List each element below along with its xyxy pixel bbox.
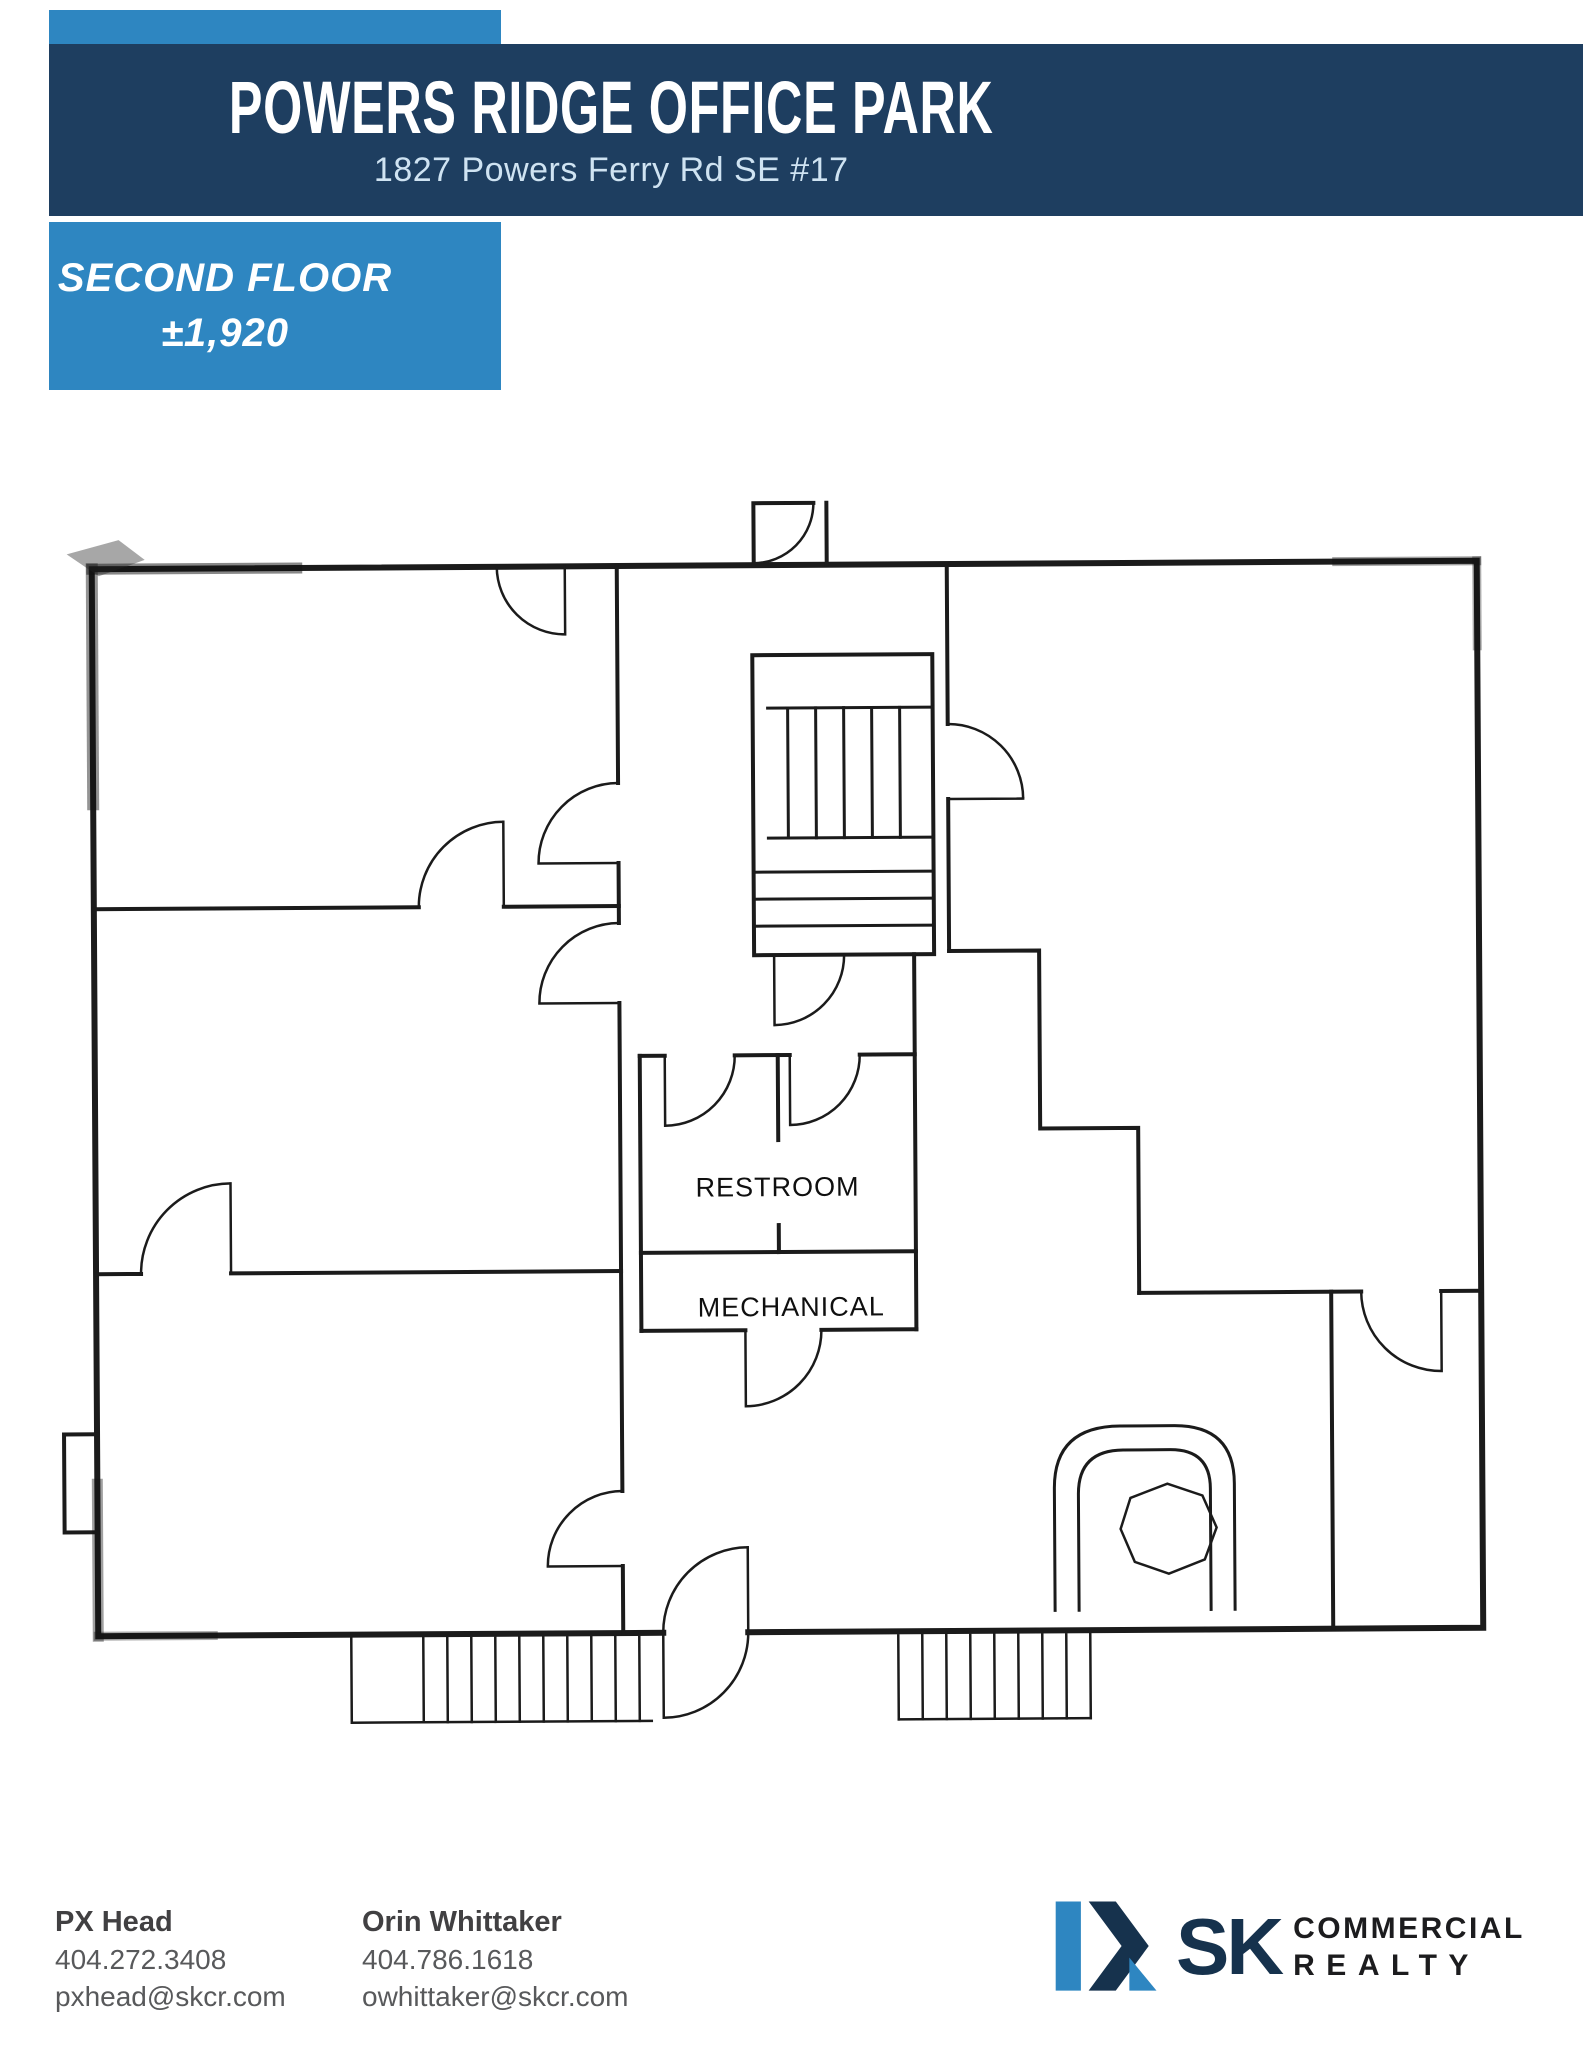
property-address: 1827 Powers Ferry Rd SE #17	[373, 151, 849, 190]
room-labels: RESTROOM MECHANICAL	[695, 1172, 885, 1323]
contact-name: PX Head	[55, 1906, 173, 1938]
brand-lockup: SK COMMERCIAL REALTY	[1046, 1894, 1525, 2000]
scan-artifacts	[66, 540, 1482, 1642]
contact-phone: 404.272.3408	[55, 1944, 227, 1975]
contact-name: Orin Whittaker	[362, 1906, 562, 1938]
contact-card: PX Head 404.272.3408 pxhead@skcr.com	[55, 1906, 286, 2013]
floor-badge: SECOND FLOOR ±1,920	[49, 222, 501, 390]
contact-email: pxhead@skcr.com	[55, 1981, 286, 2012]
reception-desk	[1052, 1424, 1237, 1612]
porch-railings	[350, 1632, 1093, 1724]
stairs	[750, 652, 937, 958]
brand-name: COMMERCIAL REALTY	[1293, 1910, 1525, 1984]
header-content: POWERS RIDGE OFFICE PARK 1827 Powers Fer…	[49, 65, 1583, 190]
floor-name: SECOND FLOOR	[57, 256, 393, 300]
outer-walls	[62, 500, 1487, 1640]
door-swings	[139, 501, 1443, 1720]
contact-phone: 404.786.1618	[362, 1944, 534, 1975]
brand-abbr: SK	[1176, 1902, 1284, 1991]
contact-email: owhittaker@skcr.com	[362, 1981, 629, 2012]
header-band: POWERS RIDGE OFFICE PARK 1827 Powers Fer…	[49, 44, 1583, 216]
brand-name-line1: COMMERCIAL	[1293, 1912, 1525, 1945]
mechanical-label: MECHANICAL	[698, 1291, 885, 1322]
interior-walls	[91, 562, 1484, 1636]
sk-logo-icon	[1055, 1901, 1157, 1991]
restroom-label: RESTROOM	[695, 1172, 859, 1203]
page-title: POWERS RIDGE OFFICE PARK	[228, 65, 994, 149]
floor-area: ±1,920	[160, 311, 290, 355]
contact-card: Orin Whittaker 404.786.1618 owhittaker@s…	[362, 1906, 629, 2013]
brand-name-line2: REALTY	[1293, 1949, 1480, 1982]
